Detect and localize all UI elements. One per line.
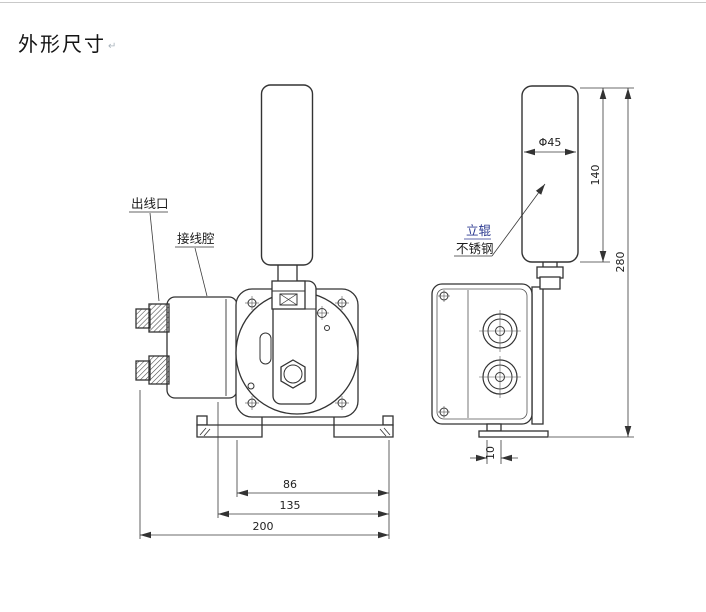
roller-bracket-group [271, 262, 317, 405]
foot-tick [199, 427, 207, 436]
hex-nut-circle [283, 364, 303, 384]
cover-port-bottom [479, 356, 521, 398]
foot-tick [383, 427, 391, 436]
dim-text-200: 200 [253, 520, 274, 533]
label-roller-material: 不锈钢 [456, 241, 494, 256]
side-foot-plate [478, 430, 549, 438]
roller-stem-front [277, 262, 298, 284]
foot-lip-left [196, 415, 208, 426]
cable-gland-cap-top [135, 308, 151, 329]
stem-base [539, 276, 561, 290]
cover-port-top [479, 310, 521, 352]
dim-text-86: 86 [283, 478, 297, 491]
mount-plate-edge [531, 286, 544, 425]
mounting-foot-right [333, 424, 394, 438]
body-detail-hole-small [324, 325, 330, 331]
cable-gland-top [148, 303, 170, 333]
dim-text-diameter: Φ45 [539, 136, 562, 149]
side-view [431, 85, 579, 438]
foot-lip-right [382, 415, 394, 426]
mounting-foot-left [196, 424, 263, 438]
callouts: 出线口 接线腔 立辊 不锈钢 [129, 183, 546, 302]
roller-side [521, 85, 579, 263]
page-title: 外形尺寸 [18, 34, 106, 56]
bolt-hole-centerlines [245, 296, 349, 410]
roller-front [260, 84, 314, 266]
dimension-texts: 86 135 200 Φ45 140 280 10 [253, 136, 628, 533]
yoke-bolt-cross [279, 293, 298, 306]
dim-text-140: 140 [589, 165, 602, 186]
adjust-slot [259, 332, 272, 365]
dim-text-135: 135 [280, 499, 301, 512]
dim-text-10: 10 [484, 446, 497, 460]
front-view [135, 84, 394, 438]
label-roller-name: 立辊 [466, 223, 492, 238]
leader-line [149, 212, 160, 302]
title-row: 外形尺寸↵ [18, 28, 116, 57]
mounting-feet [196, 415, 394, 438]
dimensions [139, 87, 634, 539]
label-wiring-cavity: 接线腔 [177, 231, 215, 246]
side-foot-web [486, 423, 502, 432]
label-cable-outlet: 出线口 [131, 197, 169, 211]
junction-box-group [135, 296, 238, 399]
side-screws [438, 290, 450, 418]
cable-gland-bottom [148, 355, 170, 385]
foot-tick [379, 428, 387, 437]
leader-line [194, 247, 208, 297]
bolt-holes [245, 296, 349, 410]
side-box-inner [436, 288, 528, 420]
detail-hole-centerlines [315, 306, 329, 320]
side-box [431, 283, 533, 425]
paragraph-mark: ↵ [108, 41, 117, 52]
cable-gland-cap-bottom [135, 360, 151, 381]
junction-box [166, 296, 238, 399]
page-top-border [0, 2, 706, 3]
leader-line [491, 183, 546, 257]
dim-text-280: 280 [614, 252, 627, 273]
foot-tick [203, 428, 211, 437]
body-detail-hole-left [247, 382, 255, 390]
